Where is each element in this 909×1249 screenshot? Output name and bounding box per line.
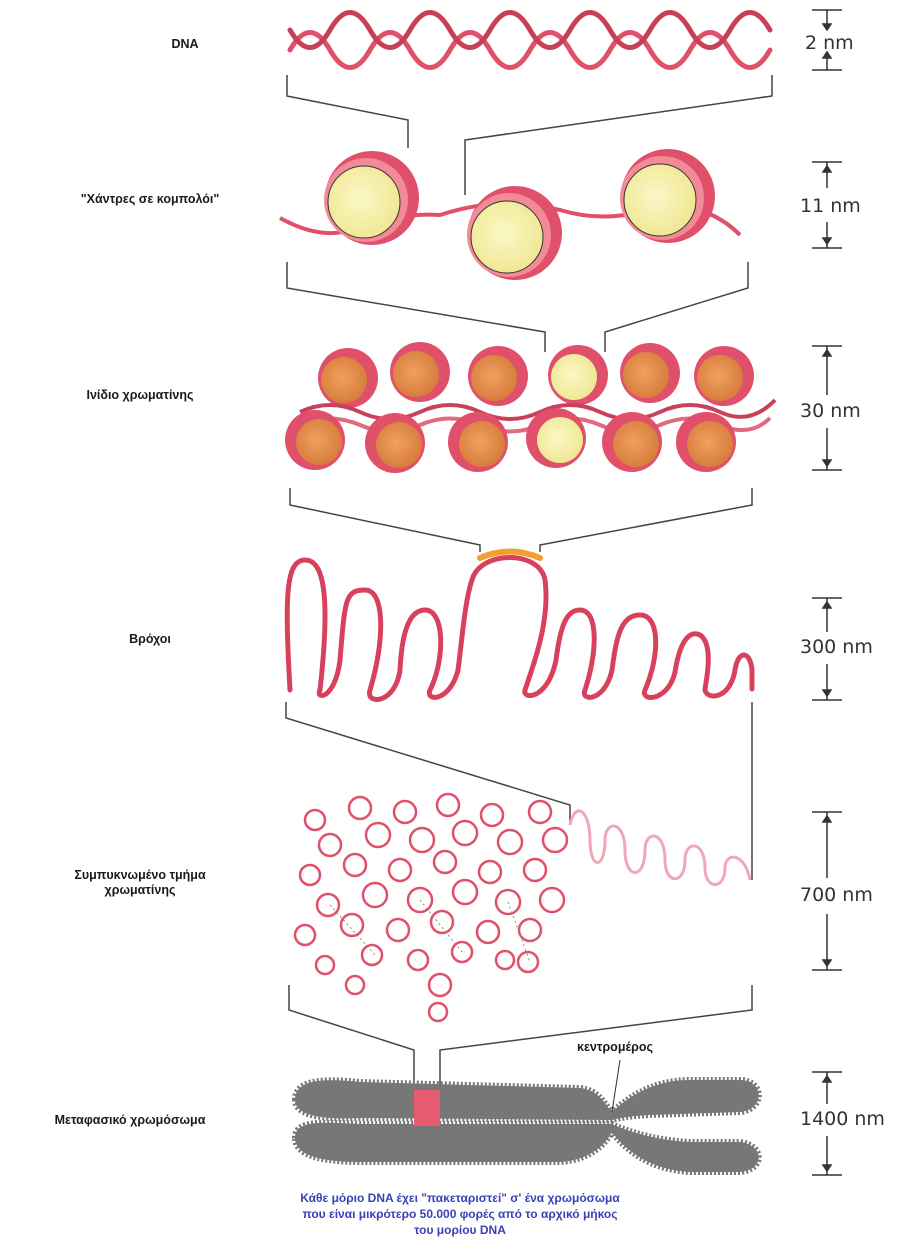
condensed-coil-6 [518,801,567,972]
dna-helix [290,13,770,68]
unwinding-strand [570,811,750,885]
fiber-top-row [318,342,754,408]
dna-strand-b [290,13,770,48]
condensed-chromatin [295,794,750,1021]
condensed-coil-1 [295,810,341,974]
condensed-coil-3 [387,801,434,970]
condensed-coil-2 [341,797,390,994]
beads-on-string [280,149,740,280]
chromosome-arm-lower [295,1123,759,1172]
metaphase-chromosome [295,1060,759,1172]
scale-bar-loops [812,598,842,700]
nucleosome-2 [467,186,562,280]
scale-bar-beads [812,162,842,248]
scale-bar-dna [812,10,842,70]
connector-fiber-to-loops [290,488,752,552]
scale-bar-fiber [812,346,842,470]
chromatin-fiber [285,342,775,473]
condensed-coil-5 [477,804,522,969]
chromatin-loops [287,552,752,700]
centromere-pointer [612,1060,620,1112]
chromosome-arm-upper [295,1080,759,1120]
chromosome-highlighted-region [414,1090,440,1126]
nucleosome-3 [620,149,715,243]
nucleosome-1 [324,151,419,245]
condensed-coil-4 [429,794,477,1021]
scale-bar-condensed [812,812,842,970]
connector-condensed-to-chromosome [289,985,752,1085]
scale-bar-chromosome [812,1072,842,1175]
